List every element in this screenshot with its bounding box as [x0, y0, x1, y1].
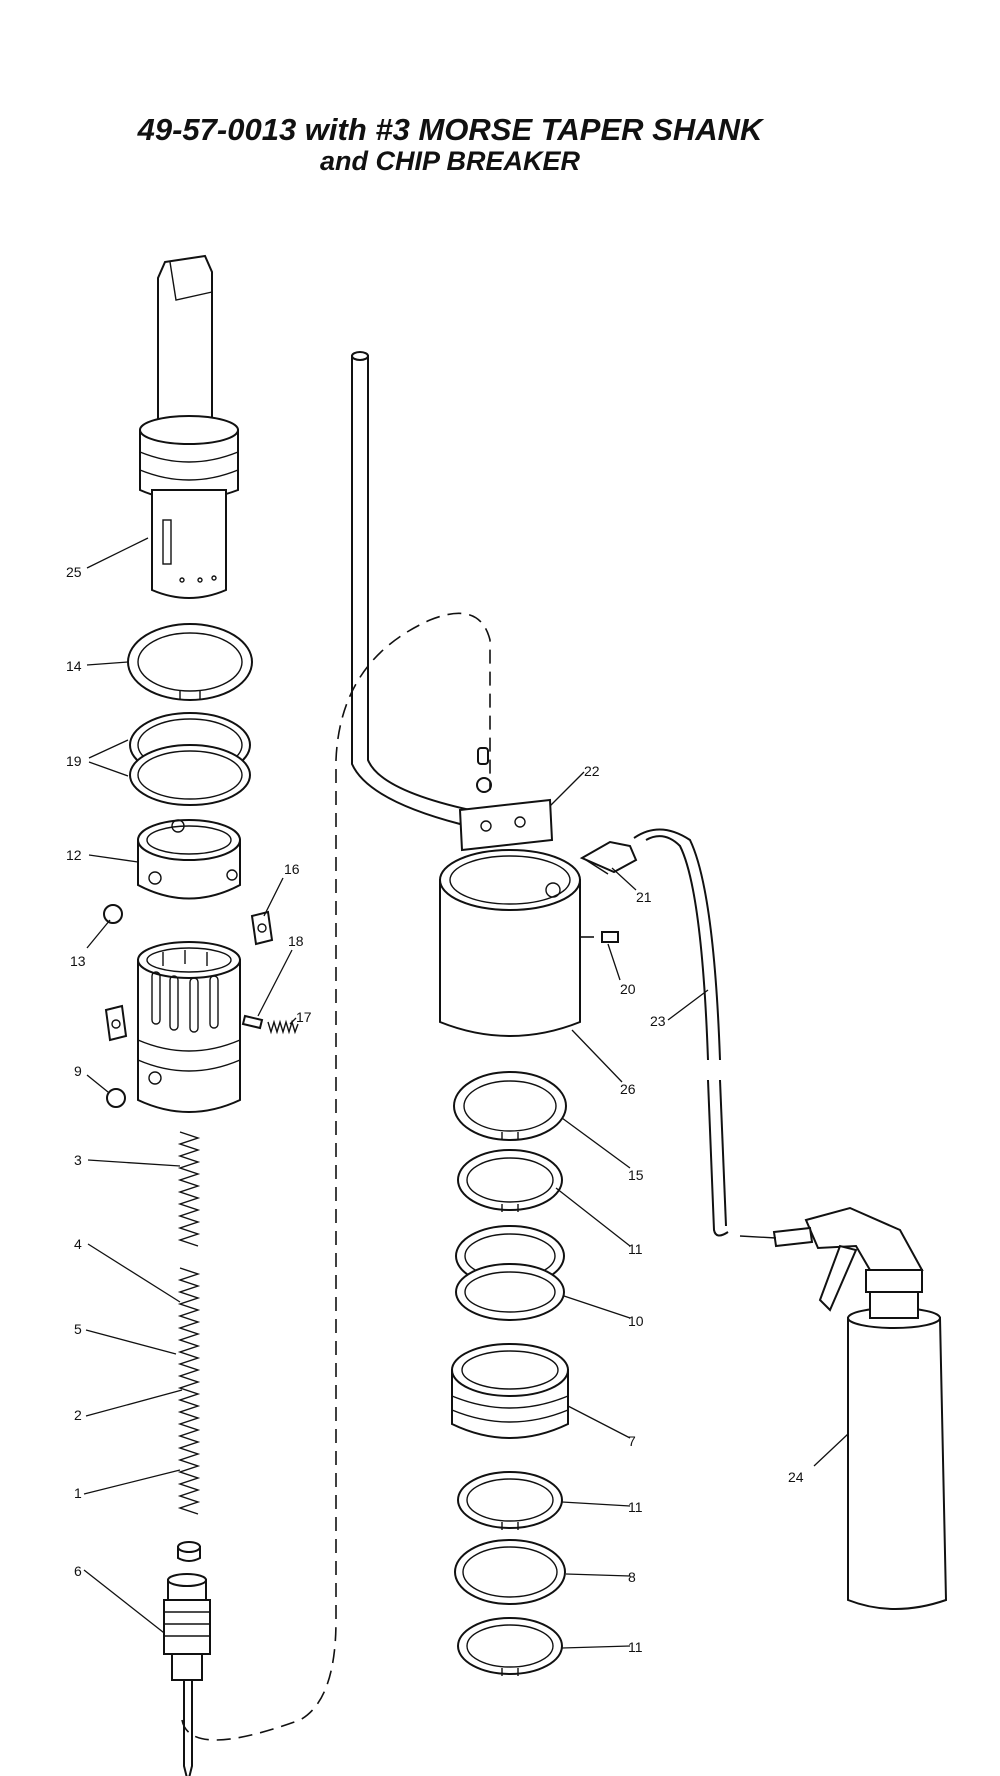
spring-part-3 [177, 1131, 201, 1247]
leader-lines [83, 537, 849, 1649]
snap-ring-part-11-lower [457, 1617, 563, 1676]
callout-11-lower: 11 [628, 1639, 643, 1655]
plug-part-20 [601, 931, 619, 943]
diagram-title-line-2: and CHIP BREAKER [319, 146, 581, 176]
callout-3: 3 [74, 1152, 82, 1168]
ball-part-13 [103, 904, 123, 924]
callout-13: 13 [70, 953, 86, 969]
callout-10: 10 [628, 1313, 644, 1329]
callout-6: 6 [74, 1563, 82, 1579]
callout-1: 1 [74, 1485, 82, 1501]
callout-16: 16 [284, 861, 300, 877]
callout-17: 17 [296, 1009, 312, 1025]
callout-24: 24 [788, 1469, 804, 1485]
snap-ring-part-14 [127, 623, 253, 701]
callout-26: 26 [620, 1081, 636, 1097]
callout-15: 15 [628, 1167, 644, 1183]
callout-7: 7 [628, 1433, 636, 1449]
pin-part-18 [241, 1014, 264, 1030]
callout-labels: 25 14 19 12 16 13 18 17 9 3 4 5 2 1 6 22… [66, 564, 804, 1655]
callout-23: 23 [650, 1013, 666, 1029]
key-part-16-left [104, 1004, 128, 1042]
callout-4: 4 [74, 1236, 82, 1252]
chip-guard-rod [351, 351, 472, 826]
bracket-part-22 [458, 747, 554, 852]
callout-21: 21 [636, 889, 652, 905]
diagram-title-line-1: 49-57-0013 with #3 MORSE TAPER SHANK [137, 112, 763, 147]
spring-part-4 [177, 1267, 201, 1515]
callout-22: 22 [584, 763, 600, 779]
callout-5: 5 [74, 1321, 82, 1337]
fitting-part-21 [579, 840, 638, 875]
callout-25: 25 [66, 564, 82, 580]
bushing-part-7 [451, 1343, 569, 1439]
callout-18: 18 [288, 933, 304, 949]
washer-part-5 [177, 1541, 201, 1562]
ball-part-9 [106, 1088, 126, 1108]
housing-part-26 [439, 849, 581, 1037]
key-part-16 [250, 910, 274, 946]
hose-part-23 [633, 828, 729, 1237]
callout-11-middle: 11 [628, 1499, 643, 1515]
fitting-part-6-body [163, 1573, 211, 1681]
o-rings-part-19 [129, 712, 251, 806]
callout-11-upper: 11 [628, 1241, 643, 1257]
o-rings-part-10 [455, 1225, 565, 1321]
callout-8: 8 [628, 1569, 636, 1585]
snap-ring-part-15 [453, 1071, 567, 1141]
collar-part-12 [137, 819, 241, 900]
callout-2: 2 [74, 1407, 82, 1423]
callout-20: 20 [620, 981, 636, 997]
callout-12: 12 [66, 847, 82, 863]
spray-bottle-part-24 [739, 1206, 948, 1610]
snap-ring-part-11-middle [457, 1471, 563, 1530]
arbor-shank-part-25 [139, 254, 239, 599]
spring-part-17 [267, 1019, 299, 1035]
callout-14: 14 [66, 658, 82, 674]
chip-breaker-body [137, 941, 241, 1113]
ring-part-8 [454, 1539, 566, 1605]
callout-9: 9 [74, 1063, 82, 1079]
callout-19: 19 [66, 753, 82, 769]
snap-ring-part-11-upper [457, 1149, 563, 1212]
assembly-path-dashed [181, 612, 491, 1741]
